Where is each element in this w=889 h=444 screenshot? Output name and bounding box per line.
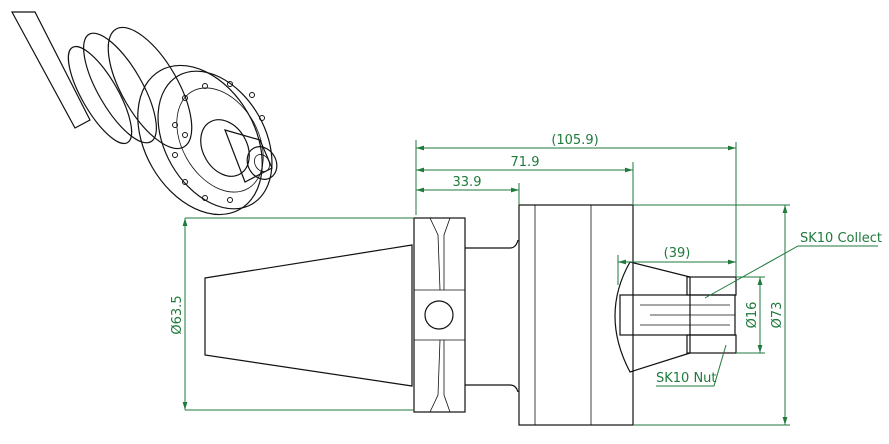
dim-body-diameter: Ø73 — [770, 302, 785, 329]
neck — [465, 239, 519, 393]
collet-callout: SK10 Collect — [800, 231, 882, 246]
dim-flange-length: 33.9 — [453, 175, 482, 190]
dimensions: (105.9) 71.9 33.9 (39) Ø63.5 Ø73 Ø16 — [170, 133, 790, 426]
callouts: SK10 Collect SK10 Nut — [656, 231, 882, 387]
dim-flange-diameter: Ø63.5 — [170, 295, 185, 334]
taper-shank — [204, 244, 413, 387]
dim-overall-length: (105.9) — [551, 133, 598, 148]
nut — [686, 276, 737, 296]
isometric-view — [10, 11, 278, 216]
side-view — [204, 204, 737, 426]
flange — [413, 217, 466, 413]
nut-callout: SK10 Nut — [656, 371, 717, 386]
drive-hole — [424, 300, 454, 330]
dim-body-length: 71.9 — [511, 155, 540, 170]
dim-nut-diameter: Ø16 — [745, 302, 760, 329]
body — [518, 204, 634, 426]
dim-nut-projection: (39) — [664, 246, 691, 261]
nose — [614, 261, 691, 373]
